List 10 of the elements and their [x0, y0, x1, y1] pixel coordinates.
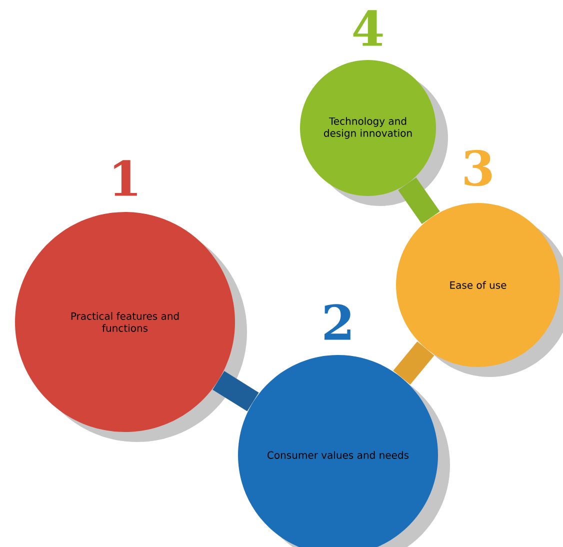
- connector-neck: [398, 178, 440, 224]
- circle-node: Ease of use: [396, 203, 560, 367]
- number-label: 2: [324, 304, 350, 340]
- circle-node: Technology and design innovation: [300, 60, 436, 196]
- number-label: 1: [114, 160, 137, 196]
- connector-neck: [393, 341, 434, 385]
- connector-neck: [212, 371, 259, 412]
- number-label: 3: [464, 150, 492, 186]
- circle-node: Practical features and functions: [15, 212, 235, 432]
- number-label: 4: [353, 10, 383, 46]
